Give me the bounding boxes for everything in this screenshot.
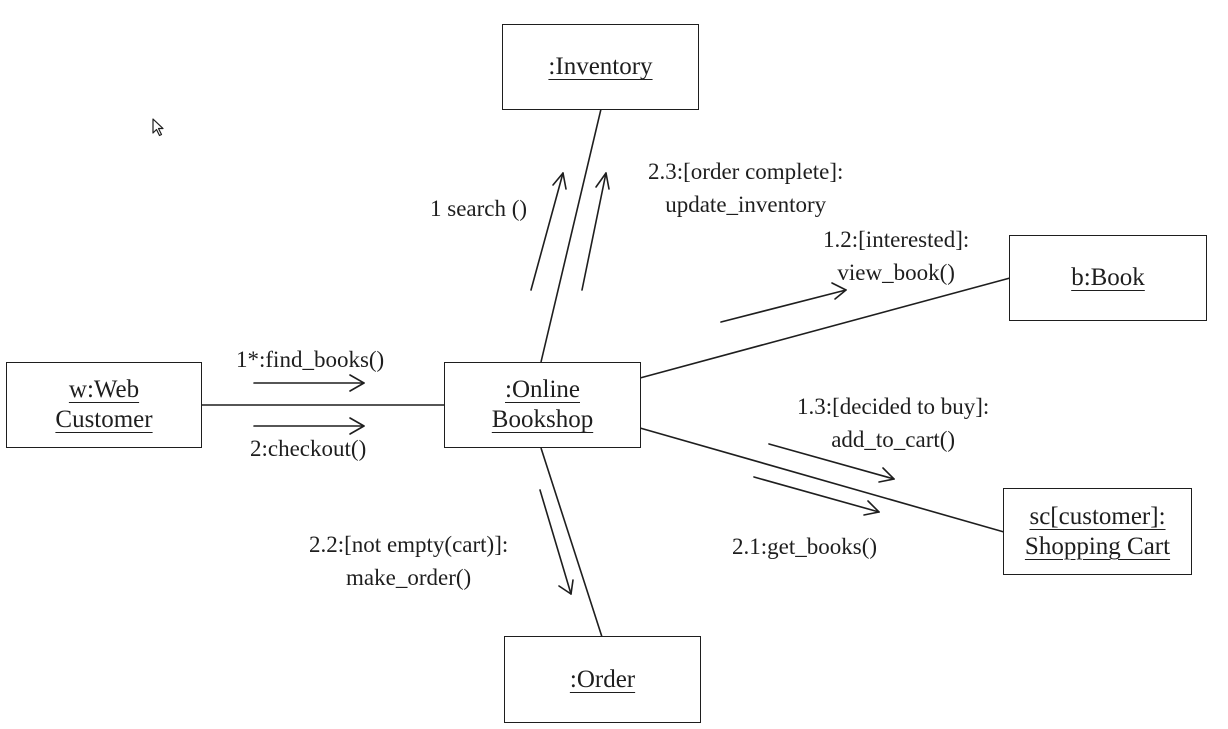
book-object: b:Book <box>1009 235 1207 321</box>
link-bookshop-inventory <box>540 108 602 363</box>
link-bookshop-book <box>639 277 1011 379</box>
checkout-arrow <box>253 417 365 435</box>
make-order-message-line2: make_order() <box>346 565 472 590</box>
view-book-arrow <box>720 282 847 323</box>
update-inventory-message: 2.3:[order complete]: update_inventory <box>648 155 843 221</box>
view-book-message: 1.2:[interested]: view_book() <box>823 223 969 289</box>
view-book-message-line1: 1.2:[interested]: <box>823 227 970 252</box>
online-bookshop-label-line2: Bookshop <box>491 406 594 433</box>
add-to-cart-arrow <box>768 443 895 483</box>
online-bookshop-object: :Online Bookshop <box>444 362 641 448</box>
web-customer-label-line2: Customer <box>55 406 153 433</box>
search-message: 1 search () <box>430 192 527 225</box>
mouse-pointer-icon <box>152 118 164 137</box>
make-order-message: 2.2:[not empty(cart)]: make_order() <box>309 528 508 594</box>
link-bookshop-order <box>540 447 603 638</box>
inventory-label: :Inventory <box>548 53 653 80</box>
view-book-message-line2: view_book() <box>837 260 955 285</box>
update-inventory-message-line2: update_inventory <box>665 192 827 217</box>
web-customer-object: w:Web Customer <box>6 362 202 448</box>
add-to-cart-message-line1: 1.3:[decided to buy]: <box>797 394 990 419</box>
add-to-cart-message-line2: add_to_cart() <box>831 427 956 452</box>
checkout-message: 2:checkout() <box>250 432 366 465</box>
update-inventory-message-line1: 2.3:[order complete]: <box>648 159 844 184</box>
make-order-message-line1: 2.2:[not empty(cart)]: <box>309 532 509 557</box>
shopping-cart-object: sc[customer]: Shopping Cart <box>1003 488 1192 575</box>
search-message-text: 1 search () <box>430 196 528 221</box>
order-label: :Order <box>569 665 636 693</box>
get-books-message-text: 2.1:get_books() <box>732 534 878 559</box>
checkout-message-text: 2:checkout() <box>250 436 367 461</box>
inventory-object: :Inventory <box>502 24 699 110</box>
online-bookshop-label-line1: :Online <box>505 376 580 403</box>
link-bookshop-cart <box>639 427 1005 533</box>
find-books-message: 1*:find_books() <box>236 343 384 376</box>
get-books-arrow <box>753 476 880 516</box>
add-to-cart-message: 1.3:[decided to buy]: add_to_cart() <box>797 390 989 456</box>
update-inventory-arrow <box>581 172 610 291</box>
search-arrow <box>530 172 567 291</box>
book-label: b:Book <box>1071 264 1145 291</box>
shopping-cart-label-line2: Shopping Cart <box>1024 532 1171 560</box>
order-object: :Order <box>504 636 701 723</box>
make-order-arrow <box>539 489 574 595</box>
find-books-message-text: 1*:find_books() <box>236 347 385 372</box>
web-customer-label-line1: w:Web <box>68 376 140 403</box>
find-books-arrow <box>253 374 365 392</box>
shopping-cart-label-line1: sc[customer]: <box>1029 502 1166 530</box>
get-books-message: 2.1:get_books() <box>732 530 877 563</box>
